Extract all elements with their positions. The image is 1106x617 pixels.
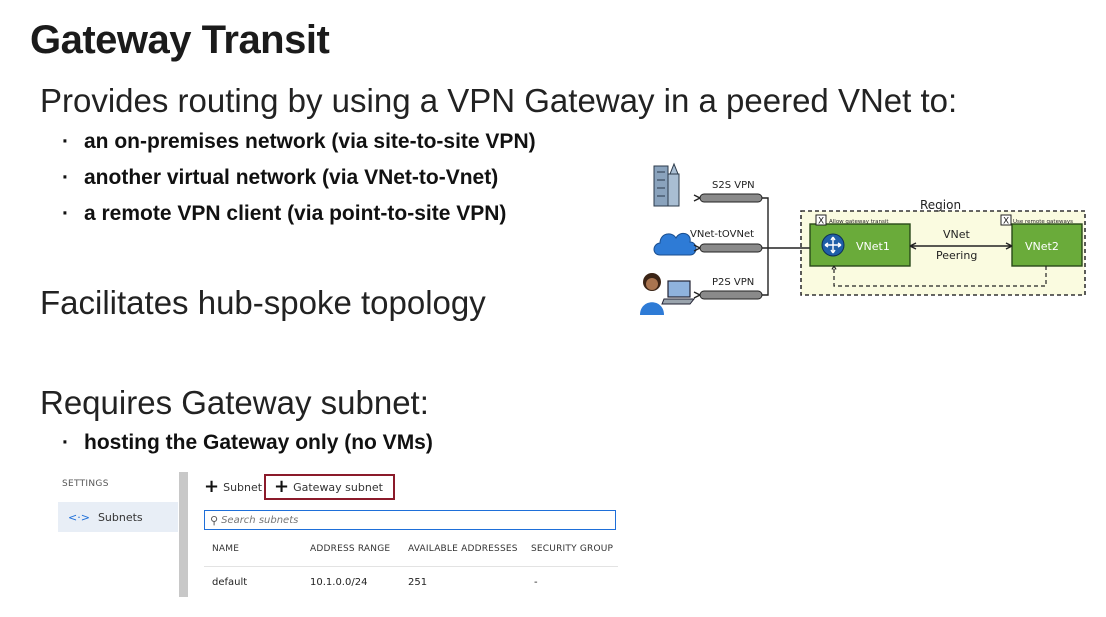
slide-title: Gateway Transit xyxy=(30,18,330,62)
remote-user-icon xyxy=(640,273,696,315)
bullet-item: ·an on-premises network (via site-to-sit… xyxy=(62,130,536,153)
nav-item-subnets[interactable]: <·> Subnets xyxy=(58,502,178,532)
column-header-address-range[interactable]: ADDRESS RANGE xyxy=(310,544,391,554)
s2s-tunnel xyxy=(699,193,763,203)
nav-item-label: Subnets xyxy=(97,510,143,524)
bullet-item: ·another virtual network (via VNet-to-Vn… xyxy=(62,166,499,189)
table-cell-address-range: 10.1.0.0/24 xyxy=(310,577,368,588)
vnet2-label: VNet2 xyxy=(1025,240,1059,253)
table-divider xyxy=(204,566,618,567)
column-header-available-addresses[interactable]: AVAILABLE ADDRESSES xyxy=(408,544,518,554)
remote-gateway-path xyxy=(830,265,1047,287)
table-cell-available: 251 xyxy=(408,577,428,588)
peering-arrow xyxy=(909,242,1013,250)
use-remote-checkmark: X xyxy=(1003,217,1009,227)
add-gateway-subnet-label: Gateway subnet xyxy=(293,480,383,494)
vnet1-label: VNet1 xyxy=(856,240,890,253)
bullet-item: ·a remote VPN client (via point-to-site … xyxy=(62,202,507,225)
table-cell-security-group: - xyxy=(534,577,538,588)
search-input[interactable] xyxy=(221,514,602,526)
add-subnet-button[interactable]: + Subnet xyxy=(204,476,262,498)
code-brackets-icon: <·> xyxy=(68,510,90,524)
add-subnet-label: Subnet xyxy=(223,480,263,494)
section-heading-hub-spoke: Facilitates hub-spoke topology xyxy=(40,284,486,321)
routing-bullet-list: ·an on-premises network (via site-to-sit… xyxy=(62,124,536,232)
v2v-tunnel xyxy=(699,243,763,253)
allow-transit-label: Allow gateway transit xyxy=(829,219,889,225)
tunnel-arrowheads xyxy=(693,194,701,299)
p2s-tunnel xyxy=(699,290,763,300)
gateway-subnet-bullet-list: ·hosting the Gateway only (no VMs) xyxy=(62,425,433,461)
tunnel-connector xyxy=(762,197,810,296)
region-label: Region xyxy=(920,198,961,212)
search-box[interactable]: ⚲ xyxy=(204,510,616,530)
v2v-label: VNet-tOVNet xyxy=(690,229,754,240)
column-header-security-group[interactable]: SECURITY GROUP xyxy=(531,544,614,554)
section-heading-gateway-subnet: Requires Gateway subnet: xyxy=(40,384,429,421)
building-icon xyxy=(653,162,680,207)
peering-label-bottom: Peering xyxy=(936,249,977,262)
table-cell-name[interactable]: default xyxy=(212,577,248,588)
scrollbar[interactable] xyxy=(179,472,188,597)
vnet1-box xyxy=(809,223,911,267)
column-header-name[interactable]: NAME xyxy=(212,544,240,554)
bullet-item: ·hosting the Gateway only (no VMs) xyxy=(62,431,433,454)
settings-section-label: SETTINGS xyxy=(62,479,109,489)
azure-portal-subnets-panel: SETTINGS <·> Subnets + Subnet + Gateway … xyxy=(58,472,618,597)
vnet2-box xyxy=(1011,223,1083,267)
settings-nav: SETTINGS <·> Subnets xyxy=(58,472,178,597)
plus-icon: + xyxy=(204,476,220,497)
section-heading-routing: Provides routing by using a VPN Gateway … xyxy=(40,82,958,119)
gateway-transit-diagram: Region S2S VPN VNet-tOVNet P2S VPN X All… xyxy=(640,162,1086,315)
use-remote-label: Use remote gateways xyxy=(1013,219,1073,225)
plus-icon: + xyxy=(274,476,290,497)
peering-label-top: VNet xyxy=(943,228,971,241)
allow-transit-checkmark: X xyxy=(818,217,824,227)
subnets-main: + Subnet + Gateway subnet ⚲ NAME ADDRESS… xyxy=(188,472,618,597)
search-icon: ⚲ xyxy=(210,513,219,527)
s2s-label: S2S VPN xyxy=(712,180,755,191)
p2s-label: P2S VPN xyxy=(712,277,754,288)
allow-transit-checkbox xyxy=(815,214,827,226)
add-gateway-subnet-button[interactable]: + Gateway subnet xyxy=(264,474,395,500)
use-remote-checkbox xyxy=(1000,214,1012,226)
